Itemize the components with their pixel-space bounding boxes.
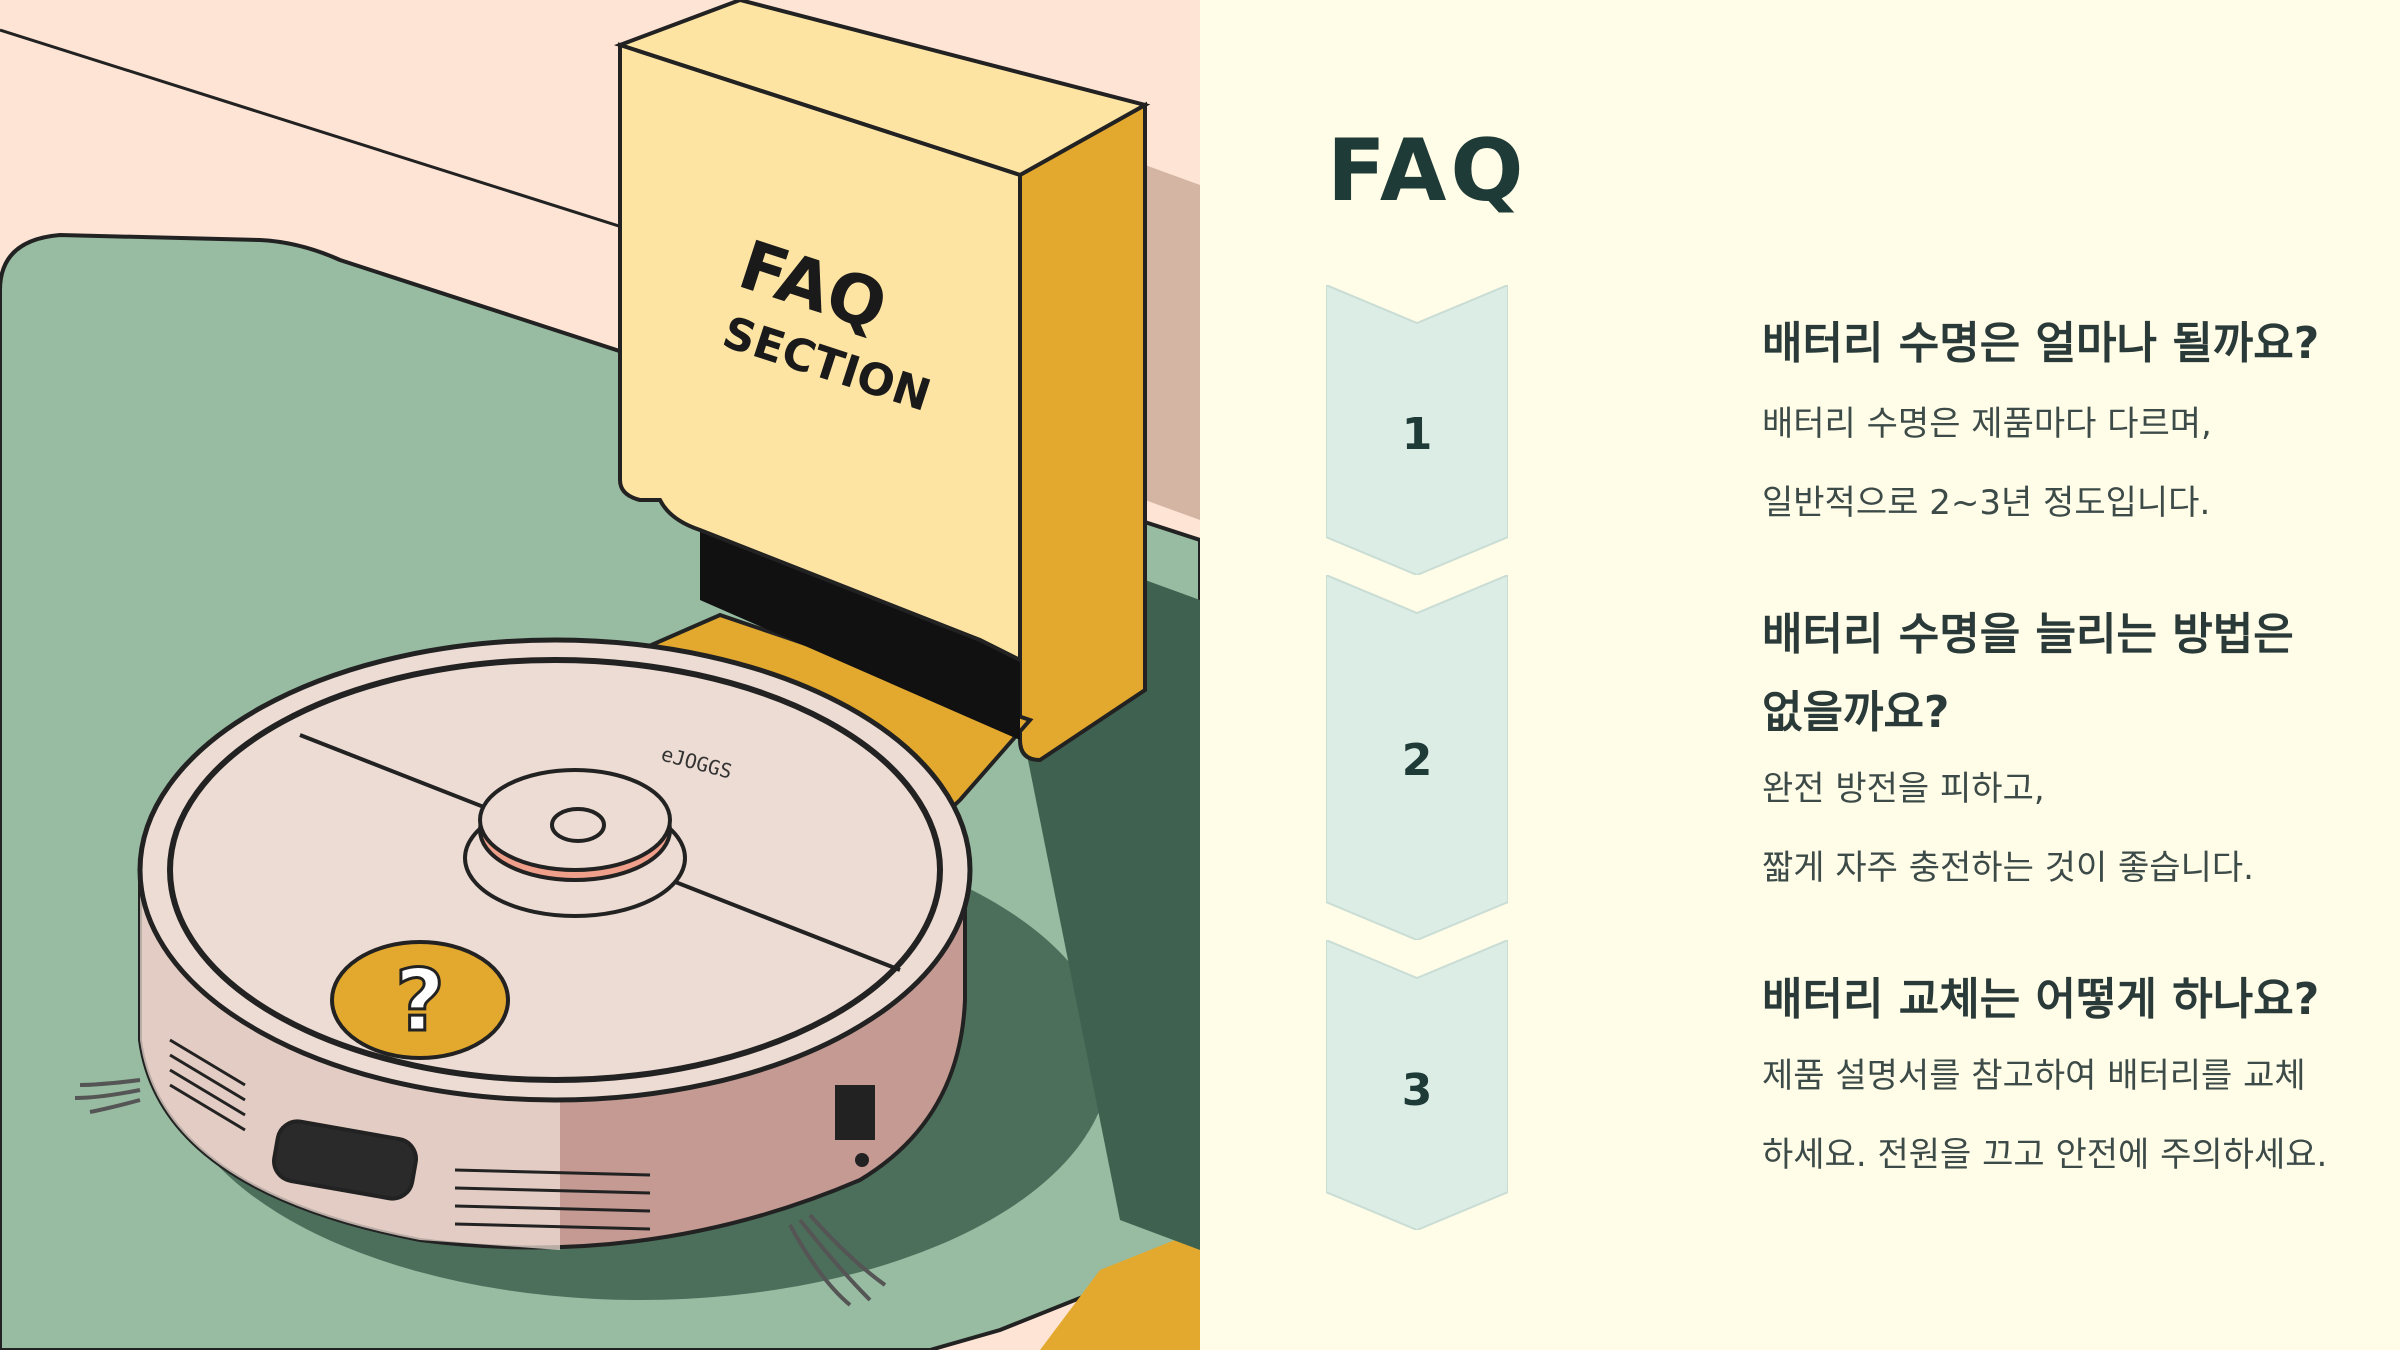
robot-vents [169, 1038, 651, 1231]
robot-vacuum-illustration: FAQ SECTION [0, 0, 1200, 1350]
faq-question-3: 배터리 교체는 어떻게 하나요? [1762, 974, 2320, 1025]
faq-question-1: 배터리 수명은 얼마나 될까요? [1762, 318, 2320, 369]
faq-number-1: 1 [1401, 409, 1433, 460]
faq-answer-1-line-1: 배터리 수명은 제품마다 다르며, [1762, 404, 2212, 444]
faq-number-2: 2 [1401, 735, 1433, 786]
box-shadow [1145, 165, 1200, 520]
box-side [1018, 101, 1147, 763]
robot-sensor-window [272, 1119, 418, 1201]
faq-answer-3-line-2: 하세요. 전원을 끄고 안전에 주의하세요. [1762, 1135, 2328, 1175]
faq-answer-2-line-1: 완전 방전을 피하고, [1762, 769, 2045, 809]
box-front [618, 42, 1022, 664]
faq-number-3: 3 [1401, 1065, 1433, 1116]
box-opening [700, 520, 1020, 740]
chevron-2: 2 [1326, 575, 1508, 940]
robot-button [550, 807, 606, 843]
question-badge [330, 940, 510, 1060]
robot-port [835, 1085, 875, 1140]
robot-led [855, 1153, 869, 1167]
question-mark-icon: ? [395, 951, 445, 1051]
chevron-3: 3 [1326, 940, 1508, 1230]
faq-question-2-line-1: 배터리 수명을 늘리는 방법은 [1762, 609, 2294, 660]
robot-top-ring [167, 657, 943, 1083]
faq-answer-2-line-2: 짧게 자주 충전하는 것이 좋습니다. [1762, 848, 2254, 888]
faq-answer-1-line-2: 일반적으로 2~3년 정도입니다. [1762, 483, 2211, 523]
faq-question-2-line-2: 없을까요? [1762, 687, 1950, 738]
faq-answer-3-line-1: 제품 설명서를 참고하여 배터리를 교체 [1762, 1056, 2306, 1096]
faq-title: FAQ [1327, 121, 1528, 221]
chevron-1: 1 [1326, 285, 1508, 575]
faq-panel: FAQ 1 배터리 수명은 얼마나 될까요? 배터리 수명은 제품마다 다르며,… [1200, 0, 2400, 1350]
rug-corner [1040, 1230, 1200, 1350]
robot-brushes [74, 1078, 887, 1307]
